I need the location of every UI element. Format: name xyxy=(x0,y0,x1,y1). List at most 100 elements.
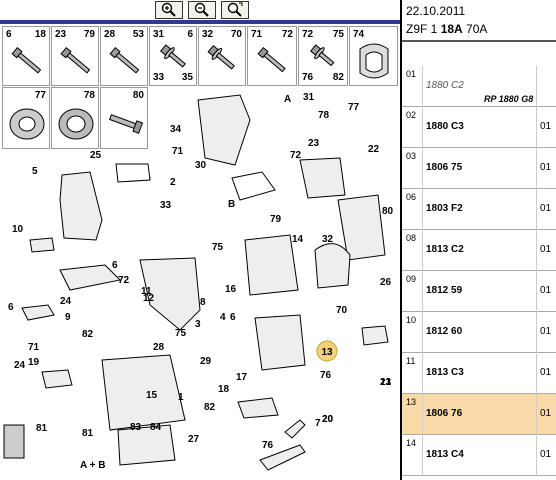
diagram-label[interactable]: 22 xyxy=(368,144,380,155)
diagram-label[interactable]: 25 xyxy=(90,150,102,161)
part-quantity: 01 xyxy=(540,285,552,296)
diagram-label[interactable]: 76 xyxy=(262,440,274,451)
right-cover-shape xyxy=(337,194,386,261)
diagram-label[interactable]: 2 xyxy=(170,177,176,188)
thumb-label: 6 xyxy=(6,29,12,40)
diagram-label[interactable]: 19 xyxy=(28,357,40,368)
diagram-label[interactable]: 20 xyxy=(322,414,334,425)
diagram-label[interactable]: 27 xyxy=(188,434,200,445)
diagram-label[interactable]: 8 xyxy=(200,297,206,308)
diagram-label[interactable]: 24 xyxy=(14,360,26,371)
diagram-label[interactable]: 83 xyxy=(130,422,142,433)
part-thumbnail[interactable]: 80 xyxy=(100,87,148,149)
diagram-label[interactable]: 6 xyxy=(230,312,236,323)
thumb-label: 23 xyxy=(55,29,67,40)
small-block-shape xyxy=(41,369,73,389)
diagram-label[interactable]: 80 xyxy=(382,206,394,217)
diagram-label[interactable]: 4 xyxy=(220,312,226,323)
callout-label[interactable]: 13 xyxy=(321,347,333,358)
diagram-label[interactable]: 11 xyxy=(141,286,152,297)
diagram-label[interactable]: 13 xyxy=(380,377,392,388)
diagram-label[interactable]: 33 xyxy=(160,200,172,211)
diagram-label[interactable]: 18 xyxy=(218,384,230,395)
diagram-label[interactable]: 76 xyxy=(320,370,332,381)
diagram-label[interactable]: 70 xyxy=(336,305,348,316)
diagram-label[interactable]: 28 xyxy=(153,342,165,353)
clip-shape xyxy=(21,304,55,321)
part-thumbnail[interactable]: 23 79 xyxy=(51,26,99,86)
part-reference: 1813 C2 xyxy=(426,244,464,255)
diagram-label[interactable]: 26 xyxy=(380,277,392,288)
diagram-label[interactable]: 81 xyxy=(82,428,94,439)
diagram-label[interactable]: 1 xyxy=(178,392,184,403)
bolt-icon xyxy=(11,46,42,74)
diagram-label[interactable]: 21 xyxy=(380,377,392,388)
diagram-label[interactable]: 9 xyxy=(65,312,71,323)
part-thumbnail[interactable]: 78 xyxy=(51,87,99,149)
diagram-label[interactable]: 20 xyxy=(322,414,334,425)
column-divider xyxy=(422,271,423,312)
diagram-label[interactable]: 31 xyxy=(303,92,315,103)
diagram-label[interactable]: A xyxy=(284,94,291,105)
diagram-label[interactable]: 30 xyxy=(195,160,207,171)
diagram-label[interactable]: 71 xyxy=(28,342,40,353)
part-thumbnail[interactable]: 72 75 76 82 xyxy=(298,26,348,86)
rod-bracket-shape xyxy=(231,171,276,201)
part-thumbnail[interactable]: 32 70 xyxy=(198,26,246,86)
diagram-label[interactable]: 6 xyxy=(112,260,118,271)
diagram-label[interactable]: 75 xyxy=(175,328,187,339)
diagram-label[interactable]: 10 xyxy=(12,224,24,235)
diagram-label[interactable]: 6 xyxy=(8,302,14,313)
zoom-fit-button[interactable] xyxy=(221,1,249,19)
diagram-label[interactable]: 82 xyxy=(82,329,94,340)
diagram-label[interactable]: 77 xyxy=(348,102,360,113)
part-thumbnail[interactable]: 77 xyxy=(2,87,50,149)
diagram-label[interactable]: 29 xyxy=(200,356,212,367)
part-reference: 1812 60 xyxy=(426,326,463,337)
part-thumbnail[interactable]: 71 72 xyxy=(247,26,297,86)
part-thumbnail[interactable]: 6 18 xyxy=(2,26,50,86)
diagram-label[interactable]: 78 xyxy=(318,110,330,121)
part-thumbnail[interactable]: 28 53 xyxy=(100,26,148,86)
diagram-label[interactable]: 34 xyxy=(170,124,182,135)
diagram-label[interactable]: 82 xyxy=(204,402,216,413)
diagram-label[interactable]: 7 xyxy=(315,418,321,429)
diagram-label[interactable]: 84 xyxy=(150,422,162,433)
diagram-label[interactable]: 23 xyxy=(308,138,320,149)
zoom-in-button[interactable] xyxy=(155,1,183,19)
diagram-label[interactable]: 72 xyxy=(118,275,130,286)
diagram-label[interactable]: 72 xyxy=(290,150,302,161)
callout-circle[interactable] xyxy=(316,340,338,362)
diagram-label[interactable]: 24 xyxy=(60,296,72,307)
diagram-label[interactable]: 17 xyxy=(236,372,248,383)
diagram-label[interactable]: 32 xyxy=(322,234,334,245)
diagram-label[interactable]: 16 xyxy=(225,284,237,295)
diagram-label[interactable]: 79 xyxy=(270,214,282,225)
diagram-label[interactable]: 75 xyxy=(212,242,224,253)
diagram-label[interactable]: 12 xyxy=(143,293,155,304)
part-thumbnail[interactable]: 31 6 33 35 xyxy=(149,26,197,86)
diagram-label[interactable]: 5 xyxy=(32,166,38,177)
diagram-label[interactable]: 81 xyxy=(36,423,48,434)
diagram-label[interactable]: B xyxy=(228,199,235,210)
diagram-label[interactable]: 15 xyxy=(146,390,158,401)
part-thumbnail[interactable]: 74 xyxy=(349,26,398,86)
diagram-label[interactable]: 3 xyxy=(195,319,201,330)
diagram-label[interactable]: A + B xyxy=(80,460,105,471)
diagram-label[interactable]: 14 xyxy=(292,234,304,245)
column-divider xyxy=(422,353,423,394)
rod-shape xyxy=(259,444,306,471)
cup-shape xyxy=(314,243,351,289)
zoom-out-button[interactable] xyxy=(188,1,216,19)
diagram-label[interactable]: 71 xyxy=(172,146,184,157)
